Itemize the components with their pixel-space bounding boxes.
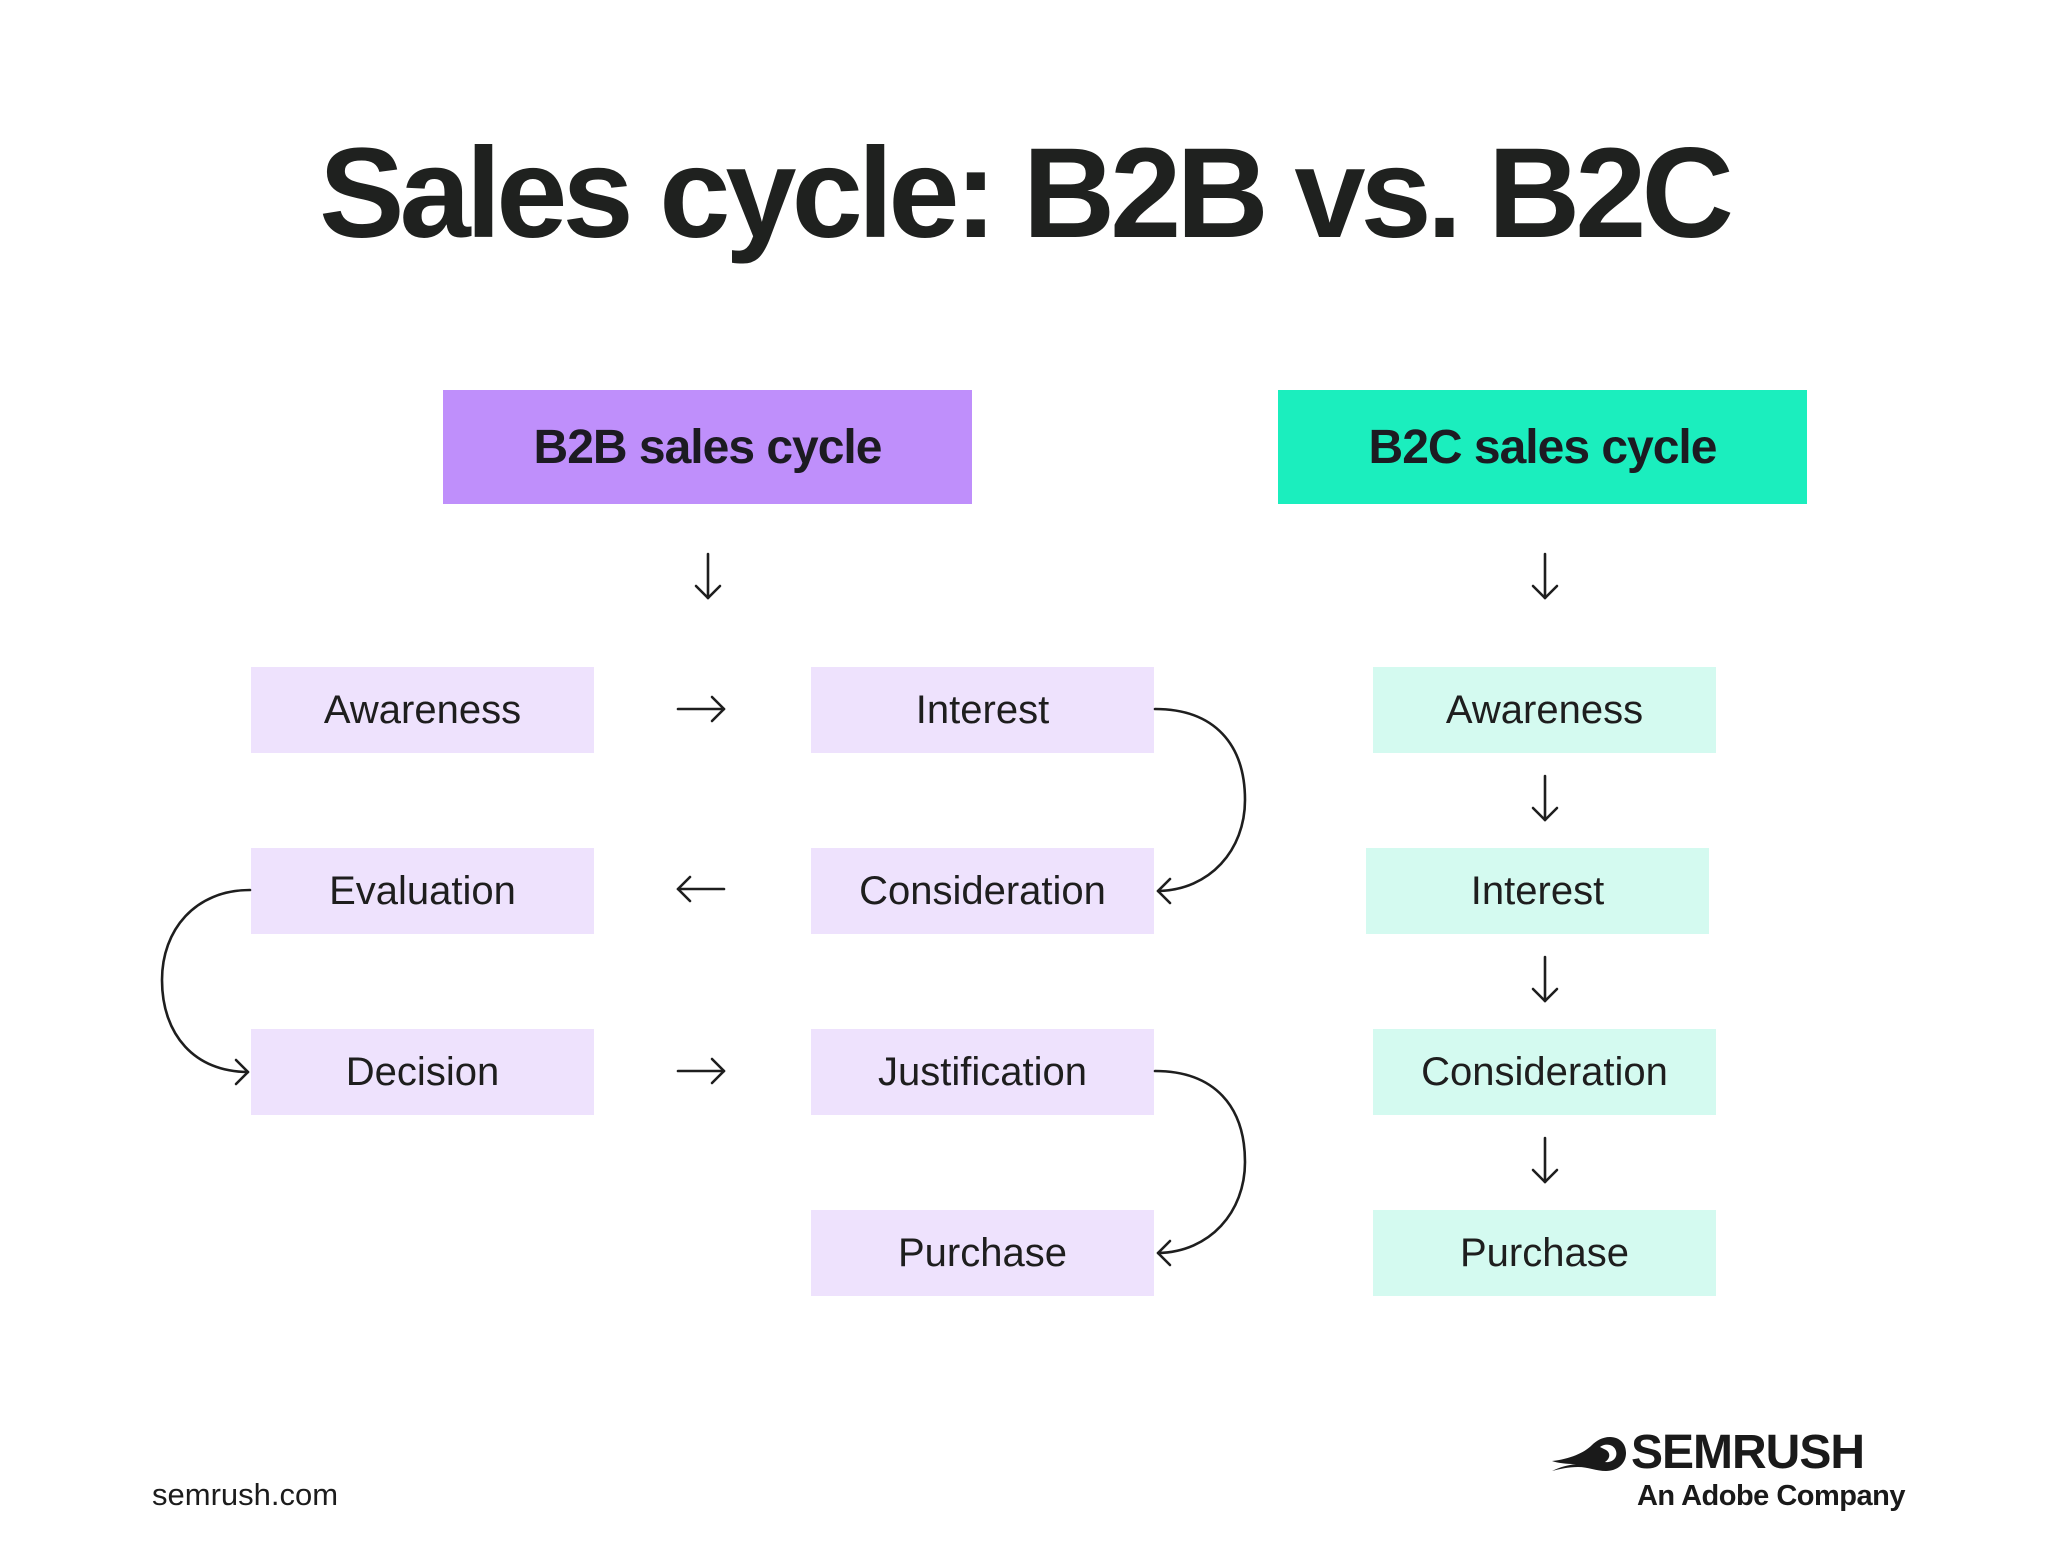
page-title: Sales cycle: B2B vs. B2C [319, 122, 1734, 265]
footer-site-link[interactable]: semrush.com [152, 1477, 339, 1512]
b2b-step-evaluation: Evaluation [251, 848, 594, 934]
b2c-consideration-to-purchase-arrow [1531, 1136, 1559, 1184]
b2b-step-interest: Interest [811, 667, 1154, 753]
decision-to-justification-arrow [676, 1057, 726, 1085]
b2c-step-awareness: Awareness [1373, 667, 1716, 753]
b2c-awareness-to-interest-arrow [1531, 774, 1559, 822]
consideration-to-evaluation-arrow [676, 875, 726, 903]
evaluation-to-decision-curve [160, 888, 252, 1086]
b2b-step-consideration: Consideration [811, 848, 1154, 934]
b2b-step-awareness: Awareness [251, 667, 594, 753]
b2c-header-down-arrow [1531, 552, 1559, 600]
semrush-logo: SEMRUSH An Adobe Company [1550, 1425, 1906, 1515]
awareness-to-interest-arrow [676, 695, 726, 723]
b2c-step-purchase: Purchase [1373, 1210, 1716, 1296]
b2b-header-down-arrow [694, 552, 722, 600]
b2b-step-purchase: Purchase [811, 1210, 1154, 1296]
b2c-step-interest: Interest [1366, 848, 1709, 934]
b2b-header: B2B sales cycle [443, 390, 972, 504]
b2b-step-justification: Justification [811, 1029, 1154, 1115]
b2c-header: B2C sales cycle [1278, 390, 1807, 504]
b2b-step-decision: Decision [251, 1029, 594, 1115]
b2c-step-consideration: Consideration [1373, 1029, 1716, 1115]
b2c-interest-to-consideration-arrow [1531, 955, 1559, 1003]
interest-to-consideration-curve [1153, 707, 1247, 905]
semrush-flame-icon [1552, 1437, 1626, 1471]
brand-subtitle: An Adobe Company [1636, 1480, 1906, 1512]
brand-name: SEMRUSH [1631, 1426, 1865, 1479]
justification-to-purchase-curve [1153, 1069, 1247, 1267]
